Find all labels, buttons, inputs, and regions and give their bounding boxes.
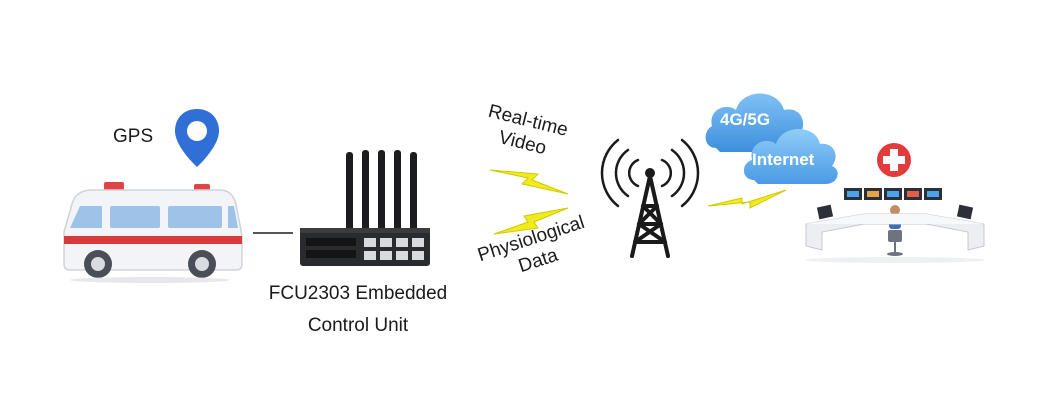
cloud-bottom-label: Internet <box>752 150 815 169</box>
lightning-bolt-icon <box>488 164 570 196</box>
cell-tower-icon <box>600 138 700 260</box>
cloud-top-label: 4G/5G <box>720 110 771 129</box>
device-caption-line2: Control Unit <box>307 315 409 336</box>
device-caption: FCU2303 Embedded Control Unit <box>258 278 458 342</box>
gps-label: GPS <box>113 126 154 147</box>
medical-cross-icon <box>876 142 912 178</box>
connector-line <box>253 232 293 234</box>
ambulance-icon <box>52 176 247 283</box>
lightning-bolt-icon <box>706 186 788 220</box>
real-time-video-label: Real-time Video <box>466 97 584 168</box>
lightning-bolt-icon <box>492 206 570 238</box>
map-pin-icon <box>172 107 222 169</box>
cloud-icon <box>702 80 842 186</box>
medical-control-center-icon <box>800 184 990 264</box>
router-icon <box>296 148 434 270</box>
device-caption-line1: FCU2303 Embedded <box>268 283 448 304</box>
